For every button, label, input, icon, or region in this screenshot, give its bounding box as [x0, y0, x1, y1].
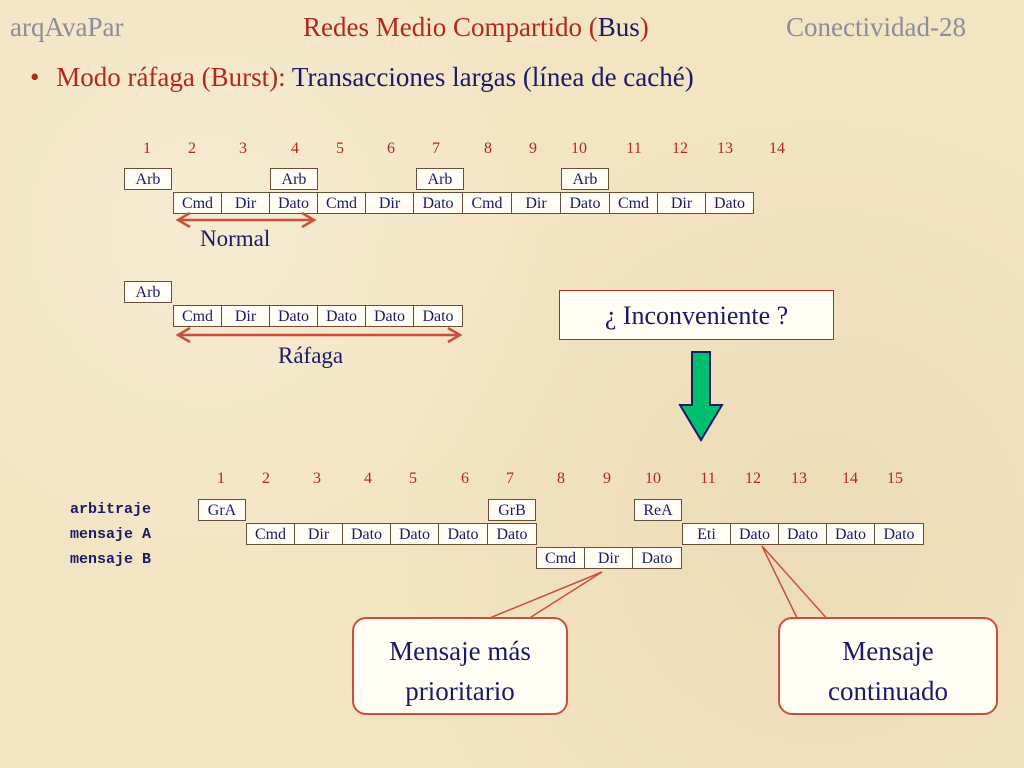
callout-pointers	[479, 545, 831, 625]
bus-cell: Dir	[365, 192, 414, 214]
timeline-number: 10	[571, 140, 587, 157]
timeline-number: 3	[239, 140, 247, 157]
timeline-number: 13	[791, 470, 807, 487]
header-title-a: Redes Medio Compartido (	[303, 12, 598, 42]
timeline-number: 14	[842, 470, 858, 487]
timeline-number: 9	[603, 470, 611, 487]
bus-cell: Dato	[705, 192, 754, 214]
timeline-number: 3	[313, 470, 321, 487]
bus-cell: Cmd	[609, 192, 658, 214]
callout-right-line1: Mensaje	[842, 636, 934, 666]
timeline-number: 11	[626, 140, 642, 157]
arb-cell: Arb	[561, 168, 609, 190]
arb-cell: Arb	[124, 281, 172, 303]
header-title-c: )	[639, 12, 649, 42]
msg-b-cell: Dato	[632, 547, 682, 569]
timeline-number: 6	[461, 470, 469, 487]
arb-cell: GrA	[198, 499, 246, 521]
header-left: arqAvaPar	[10, 12, 124, 42]
bus-cell: Cmd	[173, 305, 222, 327]
row-label-arbitration: arbitraje	[70, 501, 152, 518]
callout-priority-message: Mensaje más prioritario	[352, 617, 568, 715]
timeline-number: 13	[717, 140, 733, 157]
timeline-number: 8	[484, 140, 492, 157]
timeline-number: 12	[672, 140, 688, 157]
bus-cell: Dato	[365, 305, 414, 327]
timeline-number: 9	[529, 140, 537, 157]
msg-a-cell: Dato	[730, 523, 779, 545]
callout-continued-message: Mensaje continuado	[778, 617, 998, 715]
msg-a-cell: Dato	[342, 523, 391, 545]
timeline-number: 15	[887, 470, 903, 487]
msg-a-cell: Dir	[294, 523, 343, 545]
arb-cell: Arb	[270, 168, 318, 190]
timeline-number: 2	[262, 470, 270, 487]
timeline-number: 8	[557, 470, 565, 487]
timeline-number: 2	[188, 140, 196, 157]
timeline-number: 11	[700, 470, 716, 487]
bullet-line: • Modo ráfaga (Burst): Transacciones lar…	[30, 62, 694, 93]
row-label-message-a: mensaje A	[70, 526, 152, 543]
bus-cell: Dato	[413, 305, 463, 327]
callout-right-line2: continuado	[828, 676, 948, 706]
timeline-number: 7	[506, 470, 514, 487]
bus-cell: Dato	[560, 192, 610, 214]
callout-left-line1: Mensaje más	[389, 636, 531, 666]
msg-a-cell: Dato	[438, 523, 488, 545]
bus-cell: Dir	[657, 192, 706, 214]
timeline-number: 4	[291, 140, 299, 157]
header-right: Conectividad-28	[786, 12, 966, 42]
down-arrow-icon	[678, 351, 724, 442]
msg-b-cell: Cmd	[536, 547, 585, 569]
bus-cell: Dato	[317, 305, 366, 327]
msg-a-cell: Dato	[874, 523, 924, 545]
header-title: Redes Medio Compartido (Bus)	[303, 12, 649, 43]
row-label-message-b: mensaje B	[70, 551, 152, 568]
callout-left-line2: prioritario	[405, 676, 515, 706]
normal-span-arrow	[175, 211, 317, 229]
burst-label: Ráfaga	[278, 343, 344, 368]
msg-a-cell: Dato	[826, 523, 875, 545]
arb-cell: ReA	[634, 499, 682, 521]
msg-a-cell: Dato	[778, 523, 827, 545]
arb-cell: GrB	[488, 499, 536, 521]
header-title-b: Bus	[597, 12, 640, 42]
bullet-red-text: Modo ráfaga (Burst):	[56, 62, 292, 92]
bus-cell: Cmd	[462, 192, 512, 214]
timeline-number: 1	[143, 140, 151, 157]
bullet-navy-text: Transacciones largas (línea de caché)	[291, 62, 694, 92]
timeline-number: 14	[769, 140, 785, 157]
arb-cell: Arb	[124, 168, 172, 190]
timeline-number: 5	[336, 140, 344, 157]
burst-span-arrow	[175, 326, 463, 344]
timeline-number: 12	[745, 470, 761, 487]
arb-cell: Arb	[416, 168, 464, 190]
bullet-mark: •	[30, 62, 40, 92]
timeline-number: 1	[217, 470, 225, 487]
msg-a-cell: Dato	[487, 523, 537, 545]
timeline-number: 6	[387, 140, 395, 157]
bus-cell: Cmd	[173, 192, 222, 214]
msg-a-cell: Cmd	[246, 523, 295, 545]
question-box: ¿ Inconveniente ?	[559, 290, 834, 340]
timeline-number: 10	[645, 470, 661, 487]
timeline-number: 5	[409, 470, 417, 487]
bus-cell: Dato	[269, 305, 318, 327]
timeline-number: 7	[432, 140, 440, 157]
normal-label: Normal	[200, 226, 271, 251]
bus-cell: Dato	[413, 192, 463, 214]
msg-a-cell: Eti	[682, 523, 731, 545]
bus-cell: Dir	[221, 192, 270, 214]
timeline-number: 4	[364, 470, 372, 487]
